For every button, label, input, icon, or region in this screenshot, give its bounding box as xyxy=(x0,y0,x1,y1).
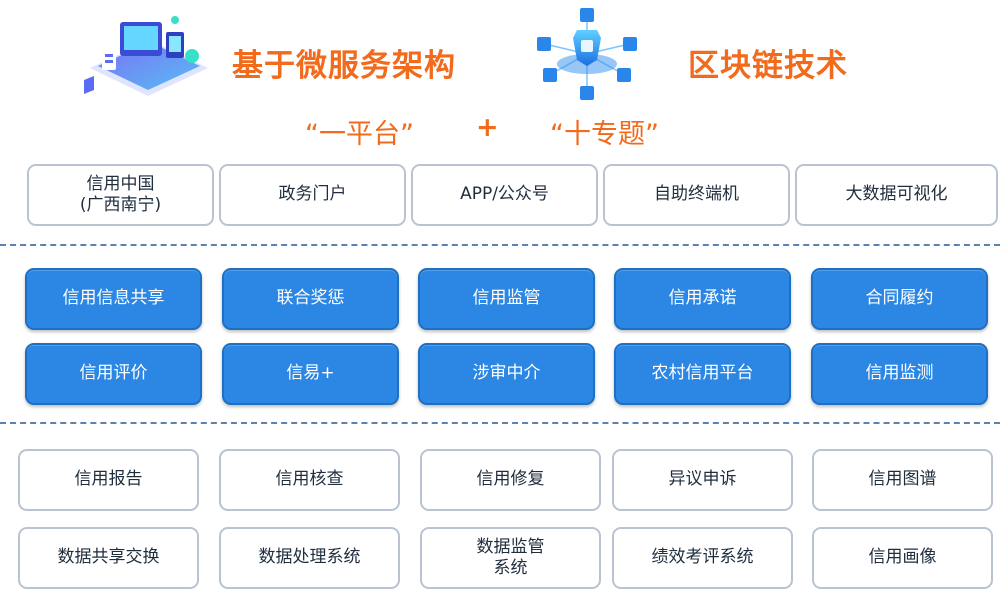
channel-box: APP/公众号 xyxy=(411,164,598,226)
topic-box: 信用监管 xyxy=(418,268,595,330)
service-box: 信用报告 xyxy=(18,449,199,511)
service-box: 信用画像 xyxy=(812,527,993,589)
service-box: 信用修复 xyxy=(420,449,601,511)
left-title: 基于微服务架构 xyxy=(232,48,456,84)
service-box: 绩效考评系统 xyxy=(612,527,793,589)
channel-box: 政务门户 xyxy=(219,164,406,226)
divider-line xyxy=(0,244,1000,246)
topic-box: 涉审中介 xyxy=(418,343,595,405)
service-box: 数据处理系统 xyxy=(219,527,400,589)
channel-box: 大数据可视化 xyxy=(795,164,998,226)
service-box: 信用图谱 xyxy=(812,449,993,511)
topics-label: “十专题” xyxy=(550,119,659,150)
right-title: 区块链技术 xyxy=(688,48,848,84)
platform-label: “一平台” xyxy=(305,119,414,150)
topic-box: 合同履约 xyxy=(811,268,988,330)
topic-box: 信用承诺 xyxy=(614,268,791,330)
service-box: 信用核查 xyxy=(219,449,400,511)
service-box: 数据共享交换 xyxy=(18,527,199,589)
plus-sign: + xyxy=(476,112,499,143)
microservices-illustration-icon xyxy=(80,10,215,98)
blockchain-illustration-icon xyxy=(525,4,650,104)
topic-box: 信用监测 xyxy=(811,343,988,405)
divider-line xyxy=(0,422,1000,424)
service-box: 数据监管 系统 xyxy=(420,527,601,589)
topic-box: 农村信用平台 xyxy=(614,343,791,405)
topic-box: 信用信息共享 xyxy=(25,268,202,330)
channel-box: 自助终端机 xyxy=(603,164,790,226)
channel-box: 信用中国 (广西南宁) xyxy=(27,164,214,226)
service-box: 异议申诉 xyxy=(612,449,793,511)
topic-box: 联合奖惩 xyxy=(222,268,399,330)
topic-box: 信易+ xyxy=(222,343,399,405)
topic-box: 信用评价 xyxy=(25,343,202,405)
